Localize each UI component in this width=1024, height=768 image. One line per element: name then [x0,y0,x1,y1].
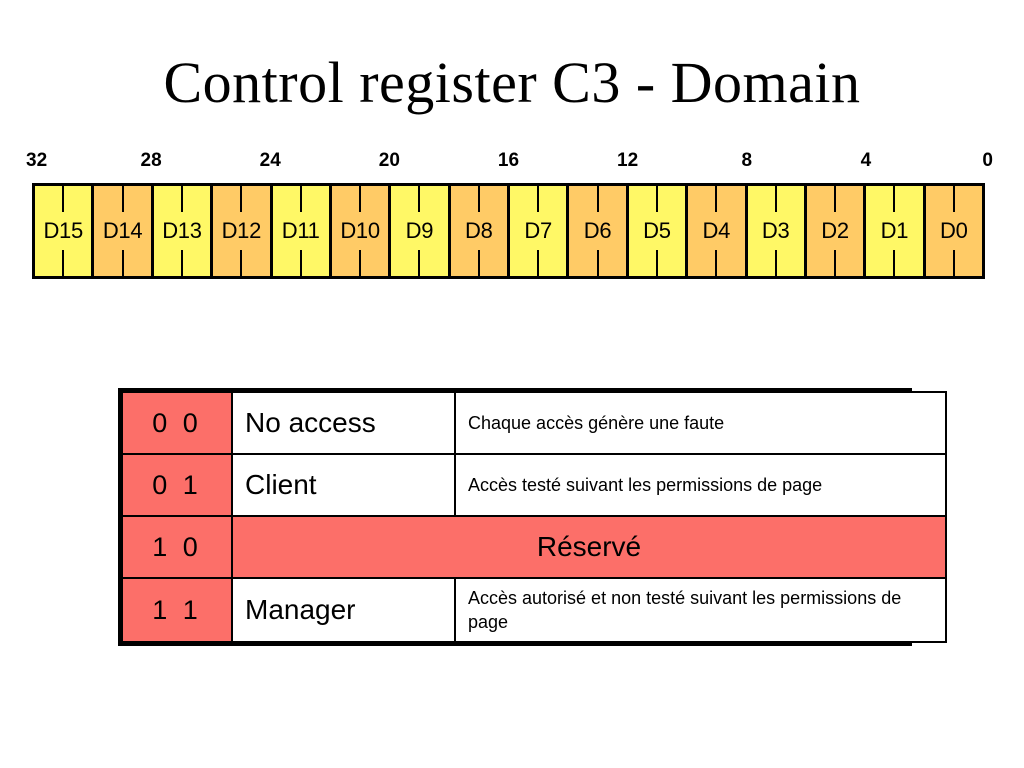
bit-divider-tick-top [655,186,658,212]
bit-ruler-label: 28 [140,150,162,171]
register-field-d1: D1 [866,186,926,276]
bit-divider-tick-top [299,186,302,212]
register-field-d10: D10 [331,186,392,276]
bit-ruler-label: 20 [378,150,400,171]
register-field-d8: D8 [450,186,510,276]
access-mode-name: Manager [231,577,456,643]
bit-divider-tick-bottom [121,250,124,276]
bit-divider-tick-bottom [655,250,658,276]
access-bits-value: 0 0 [121,391,233,455]
bit-divider-tick-bottom [62,250,65,276]
bit-divider-tick-bottom [180,250,183,276]
bit-ruler-label: 16 [497,150,520,171]
register-field-label: D0 [940,218,968,243]
register-field-label: D10 [340,218,380,243]
register-field-d2: D2 [806,186,867,276]
access-mode-name: No access [231,391,456,455]
bit-divider-tick-top [240,186,243,212]
register-field-d9: D9 [391,186,451,276]
bit-divider-tick-bottom [240,250,243,276]
register-field-d13: D13 [153,186,214,276]
bit-ruler-label: 8 [741,150,753,171]
register-field-d15: D15 [35,186,95,276]
register-field-label: D2 [821,218,849,243]
register-field-d3: D3 [747,186,807,276]
register-field-label: D12 [221,218,262,243]
register-field-label: D8 [465,218,493,243]
bit-divider-tick-top [715,186,718,212]
access-mode-description: Chaque accès génère une faute [454,391,947,455]
bit-divider-tick-bottom [359,250,362,276]
bit-divider-tick-top [418,186,421,212]
bit-divider-tick-bottom [299,250,302,276]
register-field-label: D3 [761,218,790,243]
bit-ruler-label: 0 [982,150,993,171]
bit-ruler-label: 32 [26,150,48,171]
bit-divider-tick-top [180,186,183,212]
bit-divider-tick-top [774,186,777,212]
register-field-label: D9 [405,218,434,243]
bit-divider-tick-top [537,186,540,212]
access-reserved-label: Réservé [231,515,947,579]
bit-divider-tick-top [62,186,65,212]
register-field-d11: D11 [272,186,332,276]
register-field-d6: D6 [569,186,629,276]
bit-divider-tick-bottom [952,250,955,276]
bit-ruler-label: 12 [617,150,639,171]
bit-divider-tick-top [893,186,896,212]
access-mode-description: Accès autorisé et non testé suivant les … [454,577,947,643]
register-field-d12: D12 [213,186,273,276]
bit-divider-tick-top [121,186,124,212]
bit-divider-tick-top [952,186,955,212]
bit-ruler-label: 4 [860,150,872,171]
bit-divider-tick-bottom [715,250,718,276]
bit-divider-tick-bottom [596,250,599,276]
bit-divider-tick-bottom [893,250,896,276]
bit-divider-tick-top [834,186,837,212]
register-field-label: D1 [880,218,909,243]
bit-divider-tick-bottom [418,250,421,276]
register-field-label: D15 [43,218,83,243]
register-field-d7: D7 [510,186,570,276]
register-bit-field: D15 D14 D13 D12 D11 D10 D9 D8 D7 D6 D5 D4 D3 D2 D1 D0 [32,183,985,279]
register-field-d14: D14 [94,186,154,276]
register-field-label: D6 [583,218,612,243]
page-title: Control register C3 - Domain [163,50,861,115]
register-field-label: D11 [281,218,320,243]
access-bits-value: 1 1 [121,577,233,643]
register-field-label: D14 [102,218,143,243]
access-bits-value: 1 0 [121,515,233,579]
access-mode-description: Accès testé suivant les permissions de p… [454,453,947,517]
bit-divider-tick-bottom [774,250,777,276]
register-field-label: D7 [524,218,552,243]
access-bits-value: 0 1 [121,453,233,517]
bit-ruler: 32 28 24 20 16 12 8 4 0 [26,150,993,176]
register-field-label: D4 [702,218,731,243]
bit-divider-tick-bottom [834,250,837,276]
register-field-label: D5 [643,218,671,243]
register-field-d0: D0 [925,186,982,276]
bit-divider-tick-top [359,186,362,212]
bit-divider-tick-top [477,186,480,212]
bit-ruler-label: 24 [259,150,281,171]
register-field-d4: D4 [688,186,748,276]
access-mode-name: Client [231,453,456,517]
register-field-d5: D5 [628,186,689,276]
bit-divider-tick-bottom [477,250,480,276]
bit-divider-tick-top [596,186,599,212]
register-field-label: D13 [162,218,202,243]
bit-divider-tick-bottom [537,250,540,276]
